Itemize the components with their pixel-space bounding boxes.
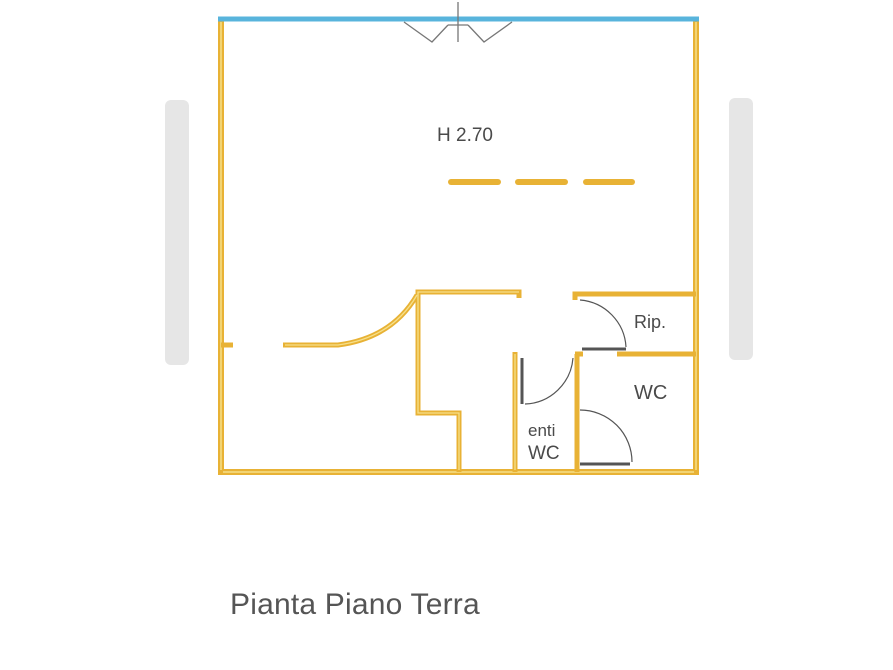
ante-wc-label-line1: enti [528, 421, 555, 440]
left-shade-bar [165, 100, 189, 365]
plan-caption: Pianta Piano Terra [230, 588, 480, 621]
landing-block-walls [415, 289, 522, 472]
door-leaves [520, 347, 630, 466]
storage-door-arc [579, 299, 627, 348]
wc-room-label: WC [634, 382, 667, 404]
storage-room-label: Rip. [634, 312, 666, 332]
ceiling-height-label: H 2.70 [437, 125, 493, 146]
entrance-door-symbol [403, 2, 513, 43]
ante-wc-label-line2: WC [528, 443, 560, 464]
outer-walls [218, 17, 699, 475]
wc-door-arc [579, 409, 633, 463]
ante-wc-door-arc [524, 357, 574, 405]
storage-walls [572, 291, 696, 300]
door-swing-arcs [524, 299, 633, 463]
right-shade-bar [729, 98, 753, 360]
